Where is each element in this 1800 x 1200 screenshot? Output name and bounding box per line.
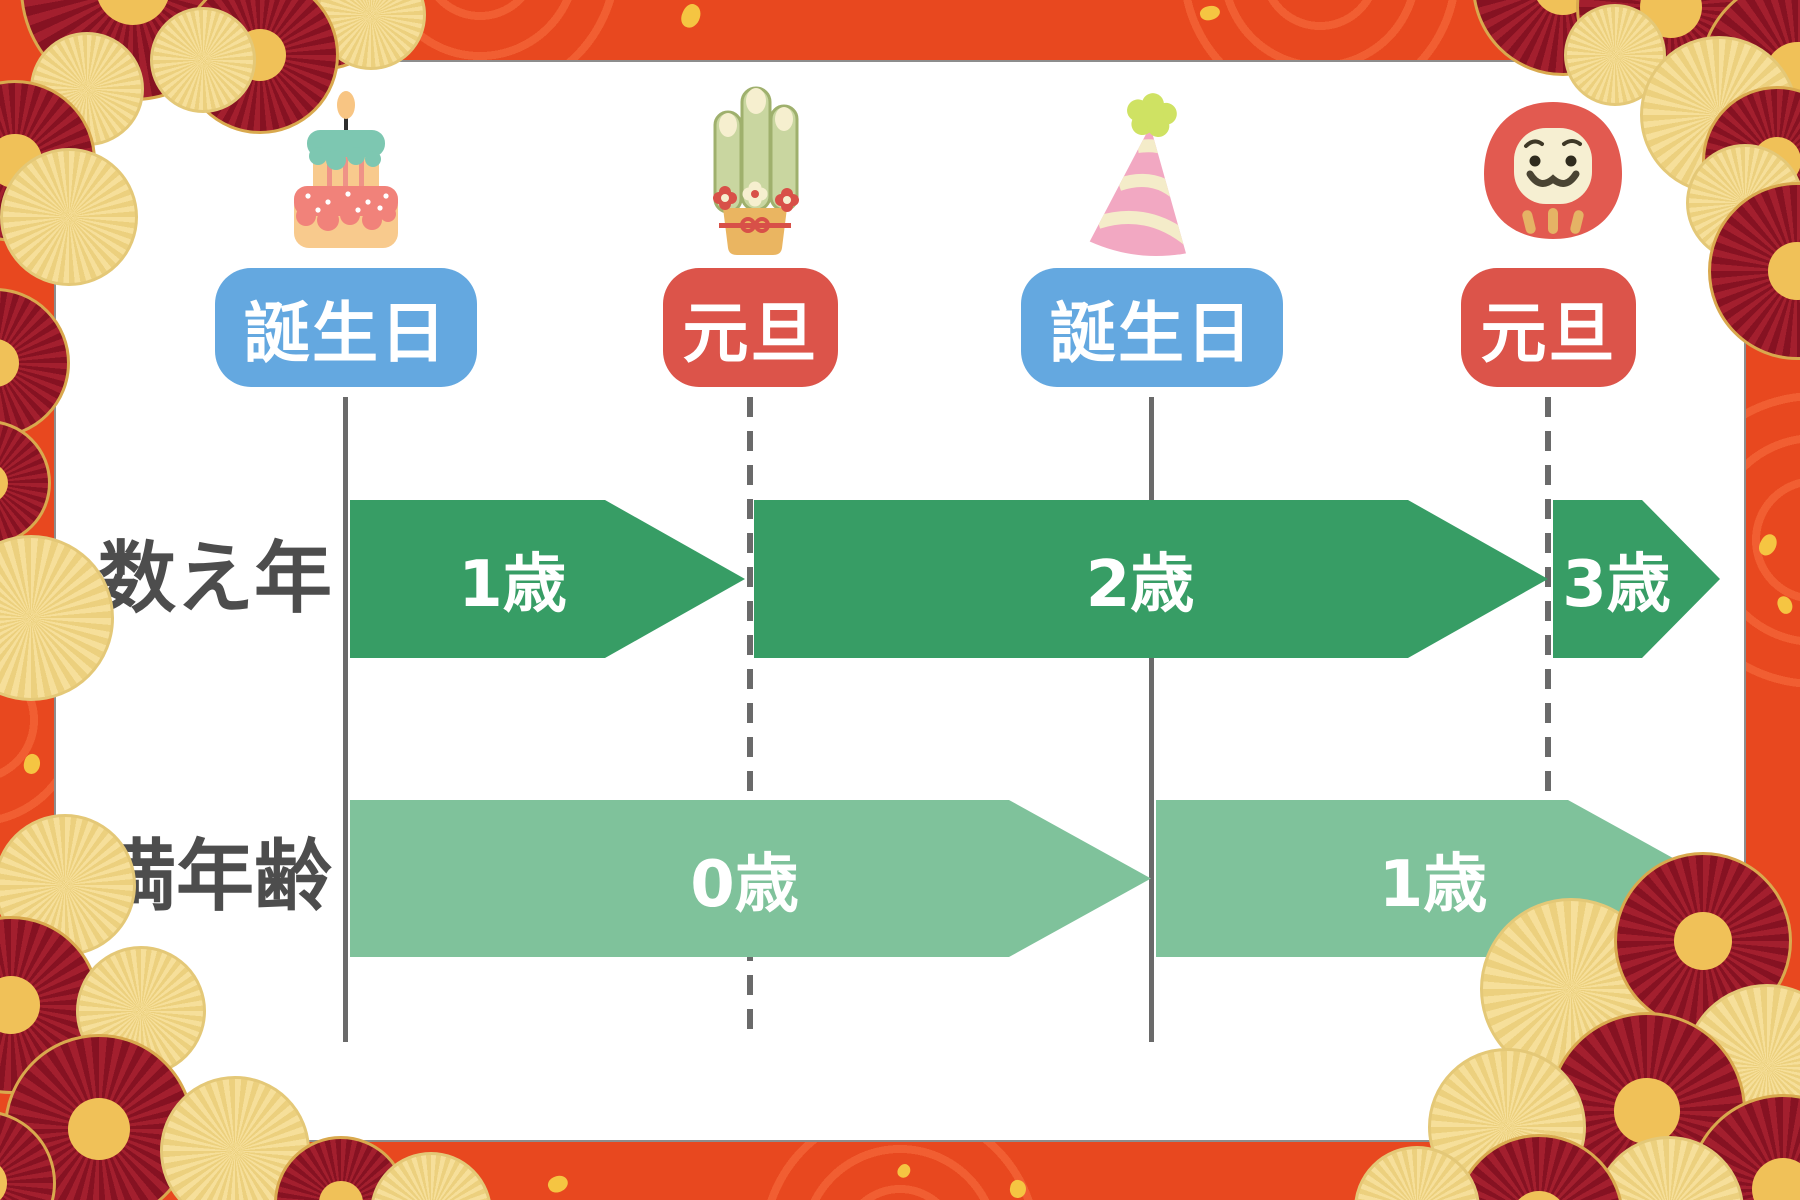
timeline-line-birthday-1 [343,397,348,1042]
paper-fan-decoration [0,148,138,286]
timeline-line-newyear-1 [747,397,753,1042]
party-hat-icon [1089,93,1195,257]
kadomatsu-icon [713,86,799,255]
age-arrow-label: 1歳 [458,548,567,622]
age-arrow-label: 3歳 [1562,548,1671,622]
birthday-cake-icon [294,91,398,248]
row-label-mannenrei: 満年齢 [97,832,332,922]
paper-fan-decoration [150,7,256,113]
row-label-kazoedoshi: 数え年 [97,534,332,624]
age-arrow-kazoe-2sai: 2歳 [754,500,1548,658]
daruma-icon [1484,102,1622,239]
age-arrow-label: 2歳 [1085,548,1195,622]
event-badge-label: 誕生日 [244,294,448,372]
event-badge-label: 元旦 [1480,294,1617,372]
age-arrow-label: 1歳 [1378,847,1488,922]
timeline-line-birthday-2 [1149,397,1154,1042]
timeline-line-newyear-2 [1545,397,1551,1042]
age-arrow-man-0sai: 0歳 [350,800,1151,957]
event-badge-newyear-2: 元旦 [1461,268,1636,387]
event-badge-label: 誕生日 [1050,294,1254,372]
event-badge-birthday-1: 誕生日 [215,268,477,387]
event-badge-newyear-1: 元旦 [663,268,838,387]
event-badge-birthday-2: 誕生日 [1021,268,1283,387]
paper-fan-decoration [1354,1146,1480,1200]
age-arrow-label: 0歳 [690,847,799,922]
event-badge-label: 元旦 [682,294,819,372]
